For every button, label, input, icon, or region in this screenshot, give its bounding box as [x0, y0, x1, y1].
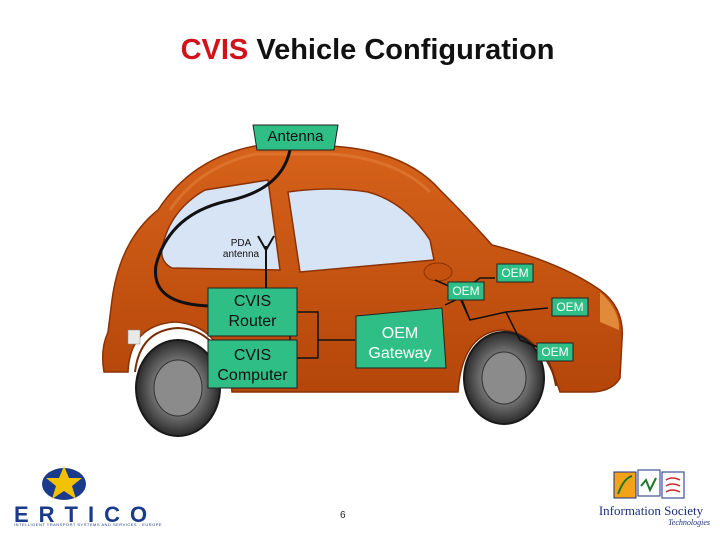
ertico-wordmark: ERTICO	[14, 502, 158, 527]
rear-window	[160, 179, 281, 271]
cvis-computer-label-line2: Computer	[217, 367, 288, 384]
antenna-box	[252, 124, 339, 151]
pda-antenna-label-line2: antenna	[222, 249, 260, 260]
cvis-computer-box	[207, 339, 298, 389]
ertico-star-logo-icon	[42, 466, 86, 500]
oem-node-label-3: OEM	[556, 300, 584, 314]
cvis-router-box	[207, 287, 298, 337]
oem-node-label-4: OEM	[541, 345, 569, 359]
oem-node-4	[536, 342, 574, 362]
pda-antenna-label: PDA antenna	[218, 238, 264, 260]
antenna-label: Antenna	[267, 128, 324, 145]
pda-antenna-label-line1: PDA	[230, 238, 252, 249]
ist-name: Information Society	[598, 503, 704, 518]
page-number: 6	[340, 510, 346, 521]
oem-gateway-box	[355, 307, 447, 369]
pda-antenna-icon	[257, 235, 275, 292]
oem-node-2	[447, 281, 485, 301]
oem-node-3	[551, 297, 589, 317]
cvis-computer-label: CVIS Computer	[208, 346, 297, 386]
rear-wheel	[135, 339, 221, 437]
title-rest: Vehicle Configuration	[248, 34, 555, 66]
front-wheel	[463, 331, 545, 425]
cvis-computer-label-line1: CVIS	[233, 347, 272, 364]
oem-node-label-1: OEM	[501, 266, 529, 280]
title-highlight: CVIS	[180, 34, 249, 66]
slide-title: CVIS Vehicle Configuration	[0, 34, 720, 67]
oem-gateway-label-line2: Gateway	[368, 345, 432, 362]
cvis-router-label-line2: Router	[228, 313, 277, 330]
ertico-tagline: INTELLIGENT TRANSPORT SYSTEMS AND SERVIC…	[14, 522, 163, 527]
cvis-router-label-line1: CVIS	[233, 293, 272, 310]
ist-logo-icon	[613, 469, 685, 499]
oem-node-label-2: OEM	[452, 284, 480, 298]
oem-gateway-label: OEM Gateway	[356, 324, 444, 364]
cvis-router-label: CVIS Router	[208, 292, 297, 332]
ist-subtitle: Technologies	[668, 518, 710, 527]
antenna-cable	[153, 149, 292, 308]
oem-gateway-label-line1: OEM	[381, 325, 419, 342]
front-window	[287, 188, 435, 273]
oem-node-1	[496, 263, 534, 283]
